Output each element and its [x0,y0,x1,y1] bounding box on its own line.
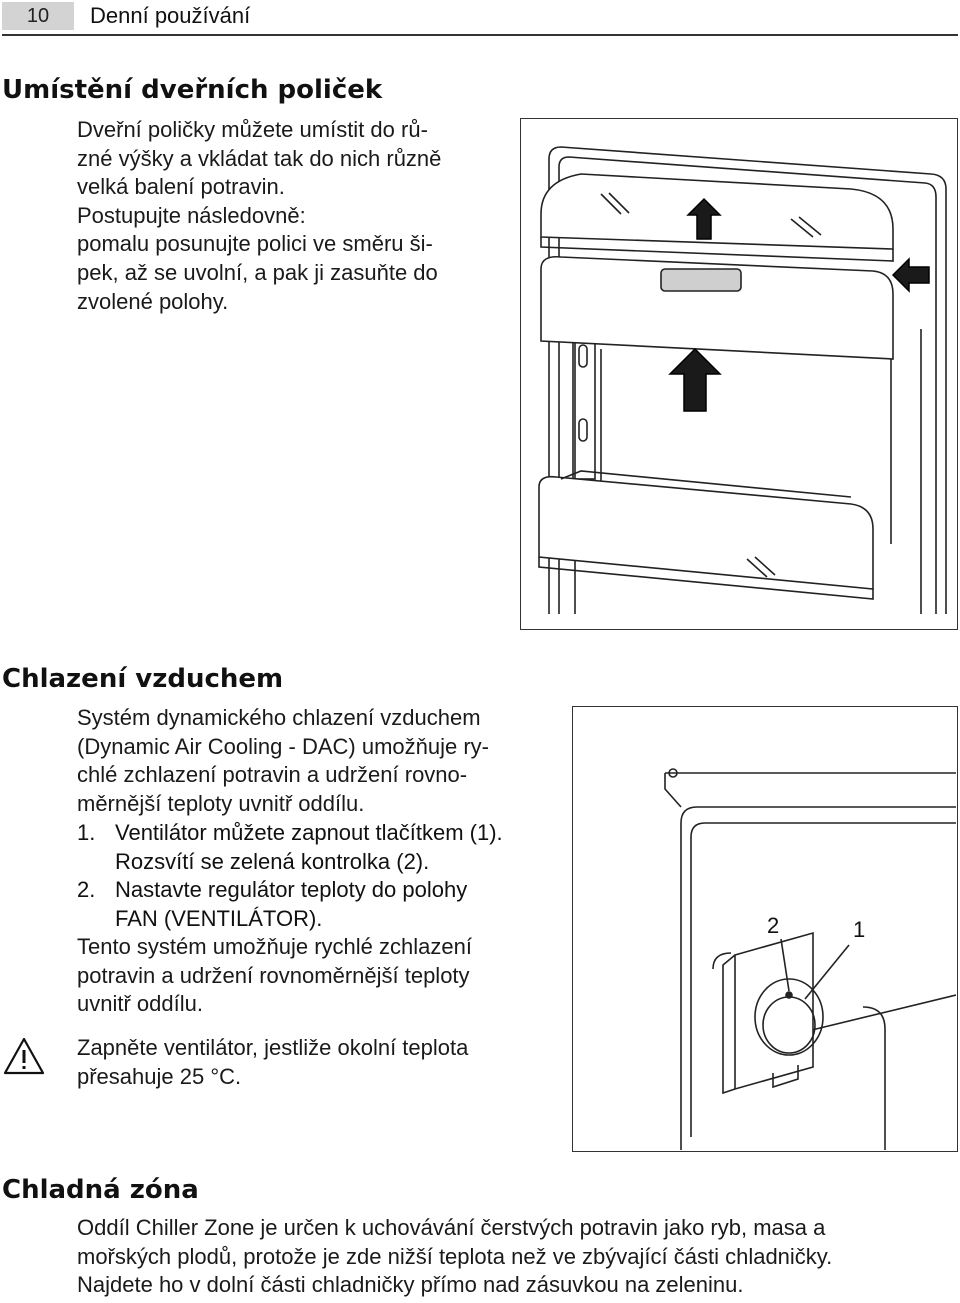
text-line: Ventilátor můžete zapnout tlačítkem (1). [115,820,503,845]
text-line: Nastavte regulátor teploty do polohy [115,877,468,902]
list-number: 1. [77,820,96,845]
text-line: (Dynamic Air Cooling - DAC) umožňuje ry- [77,733,489,759]
text-line: potravin a udržení rovnoměrnější teploty [77,962,470,988]
text-line: Zapněte ventilátor, jestliže okolní tepl… [77,1035,469,1060]
text-line: Dveřní poličky můžete umístit do rů- [77,117,428,142]
text-line: zvolené polohy. [77,288,229,314]
text-line: Systém dynamického chlazení vzduchem [77,705,481,730]
door-shelf-illustration [520,118,958,630]
list-number: 2. [77,877,96,902]
text-line: Tento systém umožňuje rychlé zchlazení [77,934,472,959]
section-title-chiller-zone: Chladná zóna [2,1175,199,1205]
text-line: pek, až se uvolní, a pak ji zasuňte do [77,259,438,285]
arrow-left-icon [891,257,930,293]
door-shelf-drawing [538,146,947,614]
text-line: FAN (VENTILÁTOR). [115,905,323,931]
header-title: Denní používání [90,3,251,28]
text-line: měrnější teploty uvnitř oddílu. [77,791,365,817]
section-title-door-shelves: Umístění dveřních poliček [2,75,383,105]
page-number: 10 [2,2,74,30]
chiller-zone-text: Oddíl Chiller Zone je určen k uchovávání… [77,1214,832,1300]
button-label: 1 [853,917,866,942]
arrow-up-icon [686,197,722,240]
text-line: přesahuje 25 °C. [77,1063,242,1089]
header-divider [2,34,958,36]
fan-drawing [664,768,956,1150]
text-line: chlé zchlazení potravin a udržení rovno- [77,762,468,788]
fan-illustration: 2 1 [572,706,958,1152]
text-line: velká balení potravin. [77,174,285,200]
text-line: Postupujte následovně: [77,202,306,228]
text-line: Najdete ho v dolní části chladničky přím… [77,1272,744,1298]
air-cooling-summary: Tento systém umožňuje rychlé zchlazení p… [77,933,472,1019]
text-line: Rozsvítí se zelená kontrolka (2). [115,848,430,874]
indicator-label: 2 [767,913,780,938]
warning-text: Zapněte ventilátor, jestliže okolní tepl… [77,1034,468,1091]
text-line: mořských plodů, protože je zde nižší tep… [77,1243,833,1269]
arrow-up-icon [668,347,722,412]
text-line: pomalu posunujte polici ve směru ši- [77,231,433,257]
warning-triangle-icon [3,1037,45,1075]
text-line: zné výšky a vkládat tak do nich různě [77,145,442,171]
text-line: uvnitř oddílu. [77,991,203,1017]
air-cooling-intro: Systém dynamického chlazení vzduchem (Dy… [77,704,489,819]
text-line: Oddíl Chiller Zone je určen k uchovávání… [77,1215,826,1240]
section-title-air-cooling: Chlazení vzduchem [2,664,284,694]
door-shelves-text: Dveřní poličky můžete umístit do rů- zné… [77,116,441,316]
page-header: 10 Denní používání [0,0,960,36]
